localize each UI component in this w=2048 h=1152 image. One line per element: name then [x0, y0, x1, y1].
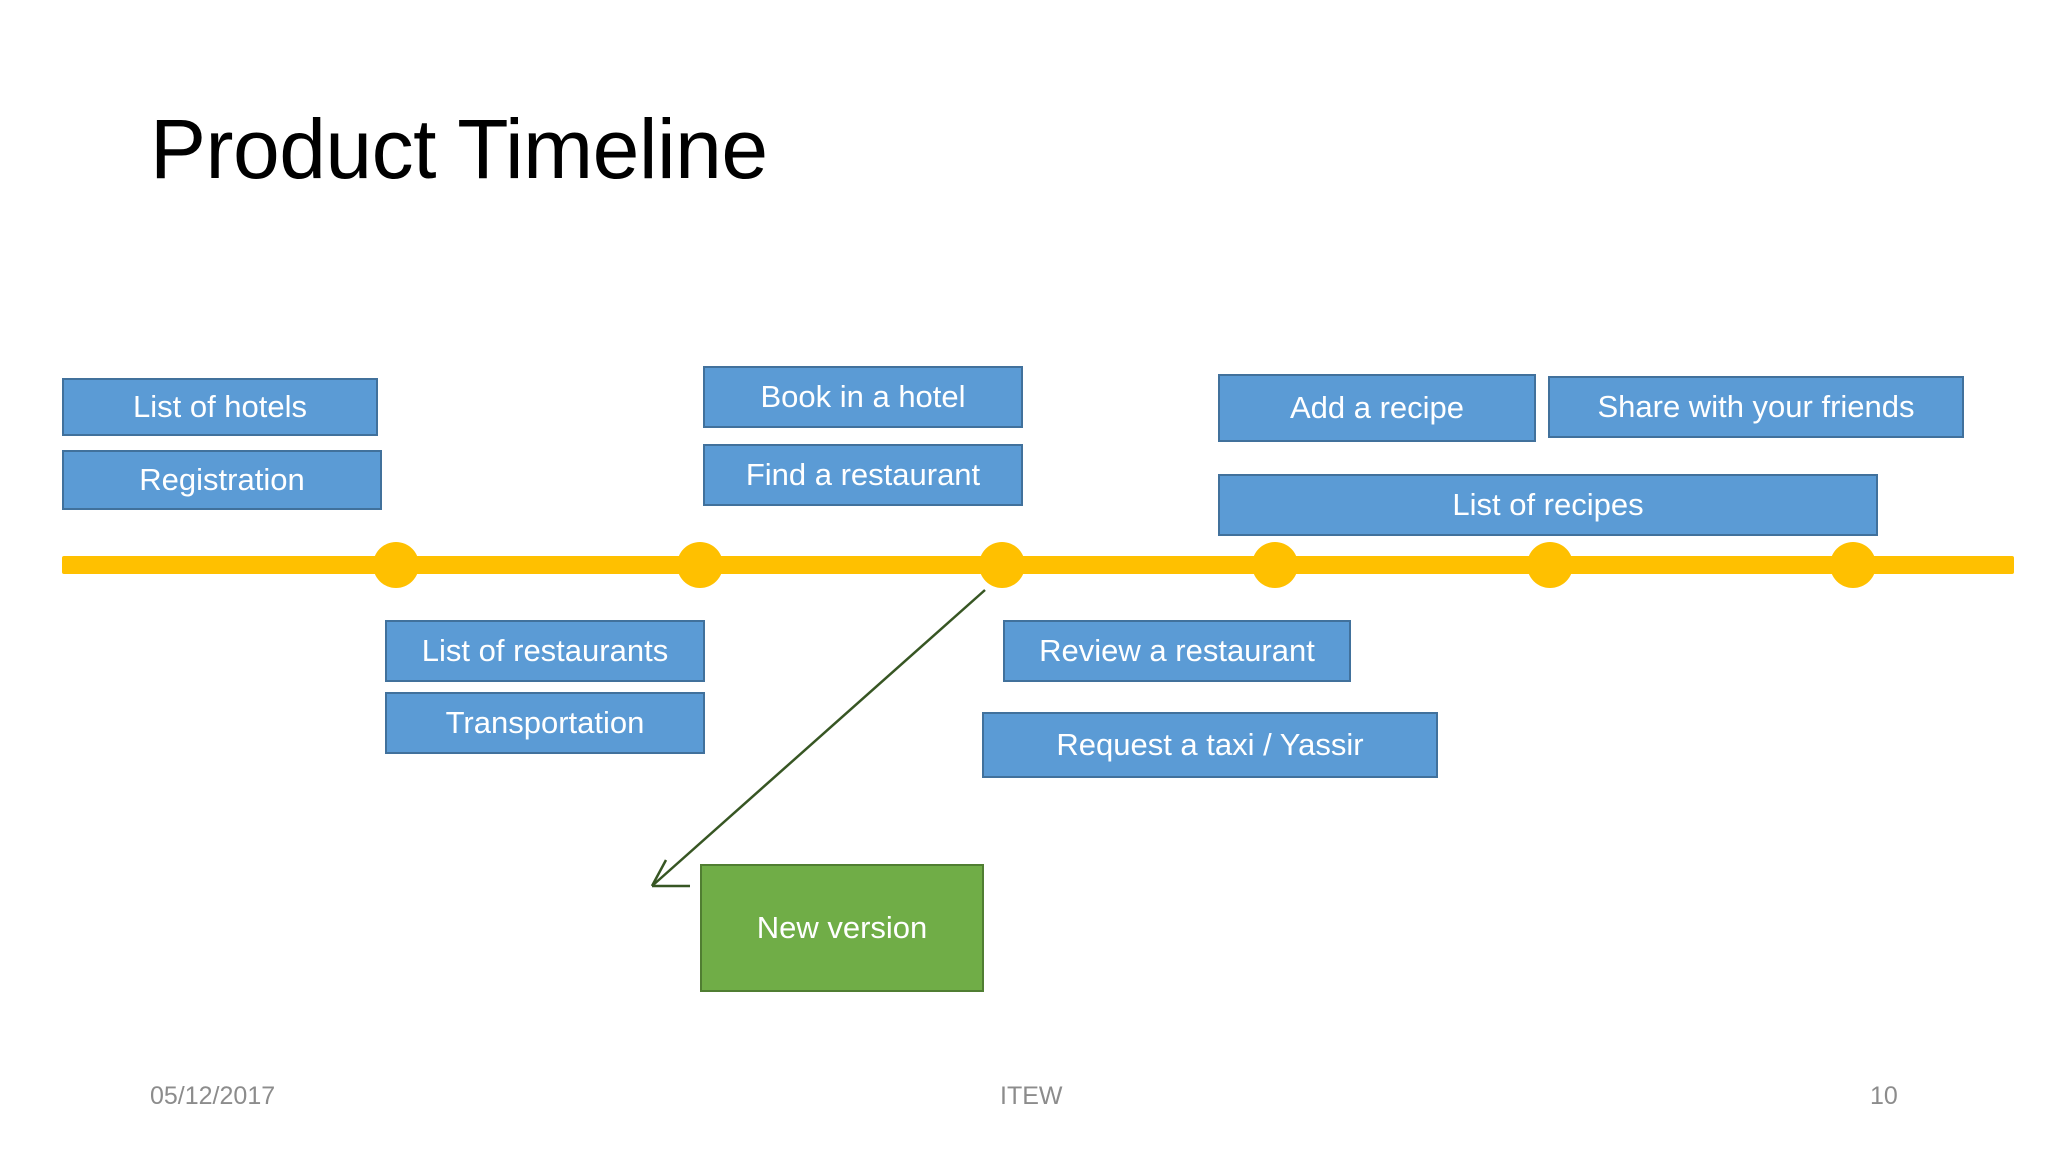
milestone-box-above-5[interactable]: Add a recipe	[1218, 374, 1536, 442]
timeline-node-1[interactable]	[373, 542, 419, 588]
milestone-label: Add a recipe	[1289, 389, 1465, 425]
milestone-box-above-1[interactable]: List of hotels	[62, 378, 378, 436]
milestone-label: List of hotels	[132, 388, 308, 424]
milestone-box-below-3[interactable]: Review a restaurant	[1003, 620, 1351, 682]
milestone-box-below-2[interactable]: Transportation	[385, 692, 705, 754]
milestone-box-below-1[interactable]: List of restaurants	[385, 620, 705, 682]
milestone-box-above-3[interactable]: Book in a hotel	[703, 366, 1023, 428]
milestone-label: Find a restaurant	[745, 456, 981, 492]
timeline-node-4[interactable]	[1252, 542, 1298, 588]
footer-page-number: 10	[1870, 1082, 1898, 1110]
timeline-node-5[interactable]	[1527, 542, 1573, 588]
new-version-callout-box[interactable]: New version	[700, 864, 984, 992]
milestone-box-above-7[interactable]: List of recipes	[1218, 474, 1878, 536]
milestone-label: Book in a hotel	[760, 378, 966, 414]
timeline-node-6[interactable]	[1830, 542, 1876, 588]
timeline-node-3[interactable]	[979, 542, 1025, 588]
milestone-label: Request a taxi / Yassir	[1056, 726, 1364, 762]
milestone-label: Share with your friends	[1597, 388, 1915, 424]
milestone-box-below-4[interactable]: Request a taxi / Yassir	[982, 712, 1438, 778]
milestone-box-above-2[interactable]: Registration	[62, 450, 382, 510]
timeline-axis	[62, 556, 2014, 574]
footer-date: 05/12/2017	[150, 1082, 276, 1110]
milestone-box-above-6[interactable]: Share with your friends	[1548, 376, 1964, 438]
connector-arrowhead	[650, 859, 690, 888]
milestone-label: Review a restaurant	[1039, 632, 1315, 668]
milestone-label: List of recipes	[1452, 486, 1644, 522]
footer-center-label: ITEW	[1000, 1082, 1063, 1110]
timeline-node-2[interactable]	[677, 542, 723, 588]
milestone-box-above-4[interactable]: Find a restaurant	[703, 444, 1023, 506]
page-title: Product Timeline	[150, 102, 768, 196]
milestone-label: Transportation	[445, 704, 645, 740]
milestone-label: List of restaurants	[421, 632, 669, 668]
milestone-label: Registration	[139, 461, 305, 497]
